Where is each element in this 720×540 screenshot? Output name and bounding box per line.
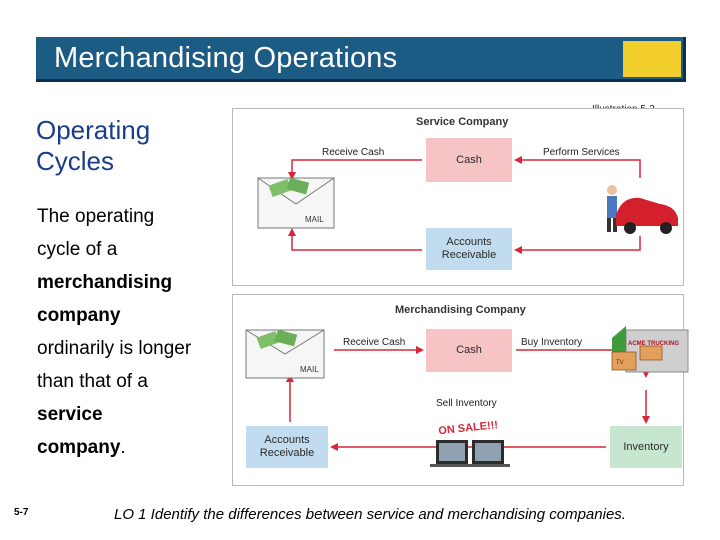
slide-title: Merchandising Operations bbox=[54, 42, 398, 74]
body-line: merchandising bbox=[37, 272, 173, 293]
heading-line-1: Operating bbox=[36, 115, 151, 145]
heading-line-2: Cycles bbox=[36, 146, 115, 176]
service-panel-title: Service Company bbox=[416, 116, 509, 128]
merch-mail-text: MAIL bbox=[300, 365, 319, 374]
merch-mail-envelope-icon: MAIL bbox=[245, 329, 325, 379]
tv-box-label: TV bbox=[616, 360, 624, 366]
service-arrow-perform-to-cash bbox=[514, 156, 641, 178]
body-line: company bbox=[37, 305, 121, 326]
learning-objective-footer: LO 1 Identify the differences between se… bbox=[114, 506, 626, 523]
perform-services-label: Perform Services bbox=[543, 147, 620, 158]
body-line: ordinarily is longer bbox=[37, 338, 192, 359]
title-accent-block bbox=[623, 41, 681, 77]
body-line: cycle of a bbox=[37, 239, 118, 260]
on-sale-tv-icon: ON SALE!!! bbox=[430, 418, 510, 467]
buy-inventory-label: Buy Inventory bbox=[521, 337, 583, 348]
service-arrow-cash-to-left bbox=[288, 159, 422, 180]
body-line: The operating bbox=[37, 206, 155, 227]
body-line: company. bbox=[37, 437, 126, 458]
merch-receive-cash-label: Receive Cash bbox=[343, 337, 406, 348]
sell-inventory-label: Sell Inventory bbox=[436, 398, 497, 409]
service-mail-text: MAIL bbox=[305, 215, 324, 224]
service-arrow-receivable-to-mail bbox=[288, 228, 422, 251]
merch-cash-box: Cash bbox=[426, 329, 512, 372]
body-line: than that of a bbox=[37, 371, 148, 392]
service-arrow-to-receivable bbox=[514, 236, 641, 254]
merchandising-panel-title: Merchandising Company bbox=[395, 304, 526, 316]
delivery-truck-icon: ACME TRUCKING TV bbox=[611, 326, 689, 373]
merch-accounts-receivable-box: Accounts Receivable bbox=[246, 426, 328, 468]
service-accounts-receivable-box: Accounts Receivable bbox=[426, 228, 512, 270]
truck-text: ACME TRUCKING bbox=[628, 341, 679, 347]
slide-title-bar: Merchandising Operations bbox=[36, 37, 686, 82]
service-cash-box: Cash bbox=[426, 138, 512, 182]
inventory-box: Inventory bbox=[610, 426, 682, 468]
slide-number: 5-7 bbox=[14, 507, 29, 518]
service-receive-cash-label: Receive Cash bbox=[322, 147, 385, 158]
mechanic-car-icon bbox=[607, 185, 678, 234]
mail-envelope-icon: MAIL bbox=[257, 177, 335, 229]
section-heading: Operating Cycles bbox=[36, 115, 150, 177]
body-line: service bbox=[37, 404, 103, 425]
body-text: The operating cycle of a merchandising c… bbox=[37, 200, 227, 464]
